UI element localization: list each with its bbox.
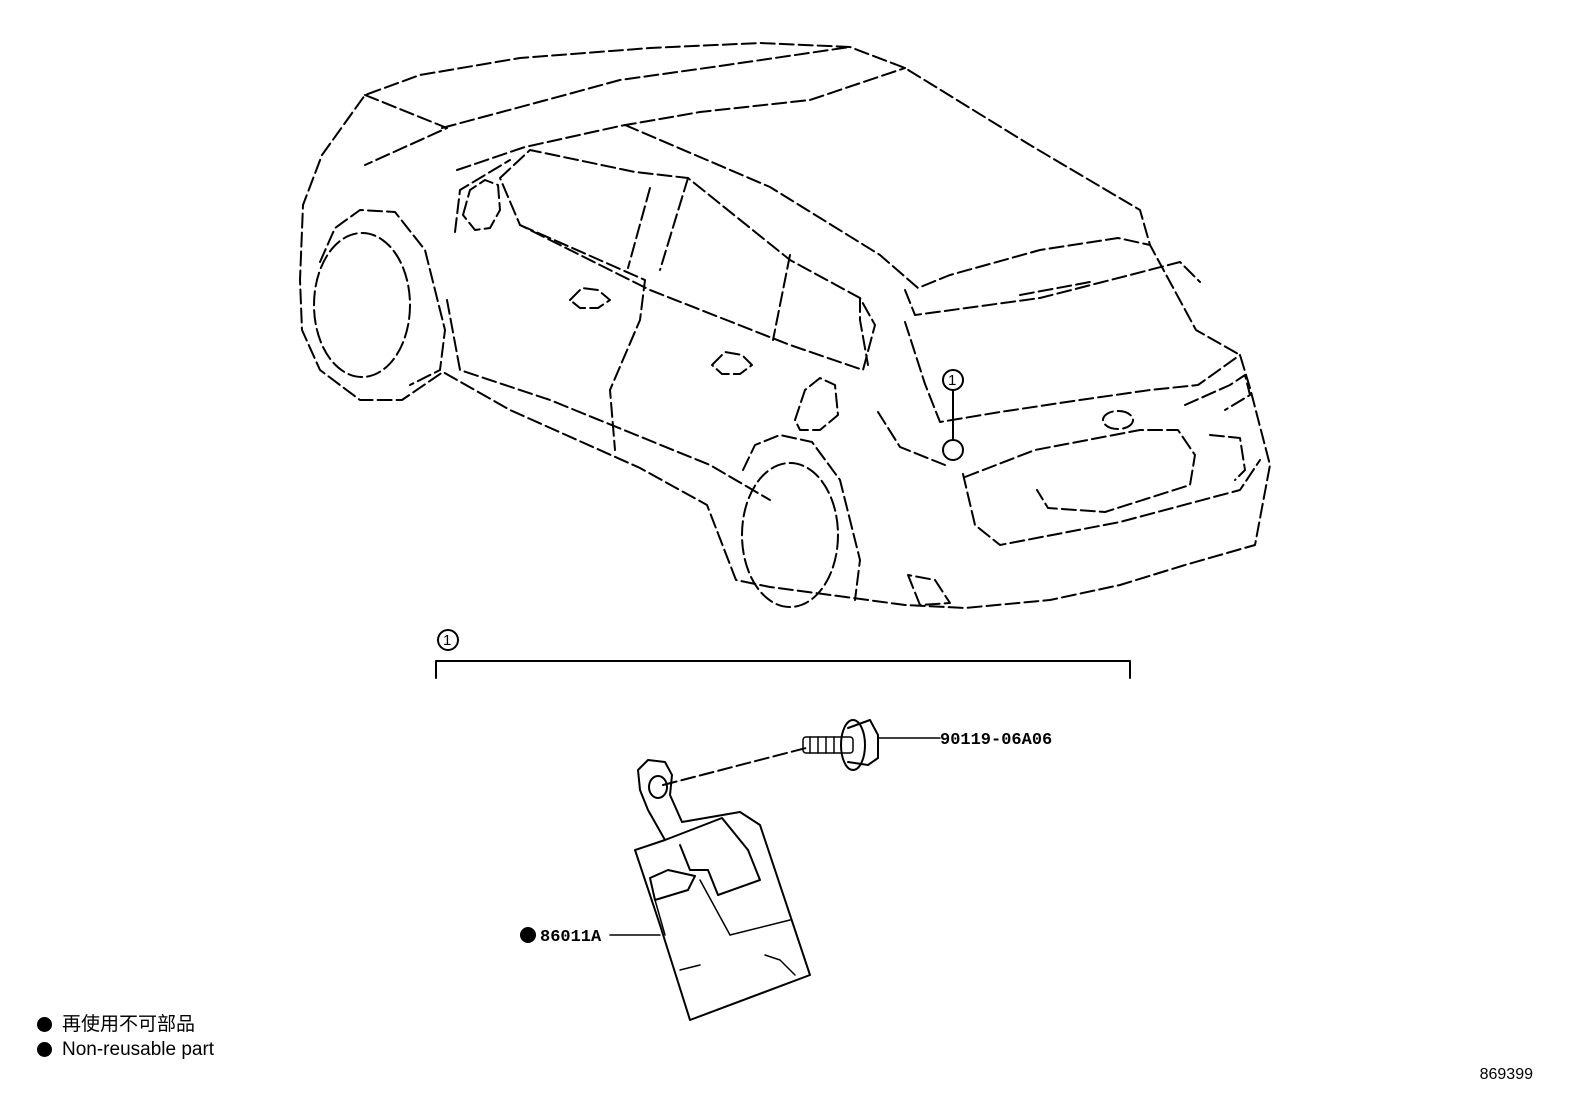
assembly-bracket: 1 [435,629,1131,679]
non-reusable-dot-icon [37,1042,52,1057]
legend-row-jp: 再使用不可部品 [37,1012,214,1037]
bolt-part-number: 90119-06A06 [940,731,1052,750]
module-illustration: 86011A [520,747,811,1021]
car-callout: 1 [942,369,964,461]
assembly-callout-number: 1 [443,632,451,649]
non-reusable-mark [520,927,536,943]
legend-row-en: Non-reusable part [37,1037,214,1062]
non-reusable-dot-icon [37,1017,52,1032]
module-part-number: 86011A [540,928,602,947]
legend-en-text: Non-reusable part [62,1039,215,1060]
car-outline [299,42,1271,609]
legend: 再使用不可部品 Non-reusable part [37,1012,214,1062]
diagram-number: 869399 [1479,1066,1533,1083]
legend-jp-text: 再使用不可部品 [62,1014,196,1035]
car-callout-number: 1 [948,372,956,389]
bolt-illustration: 90119-06A06 [802,719,1052,771]
